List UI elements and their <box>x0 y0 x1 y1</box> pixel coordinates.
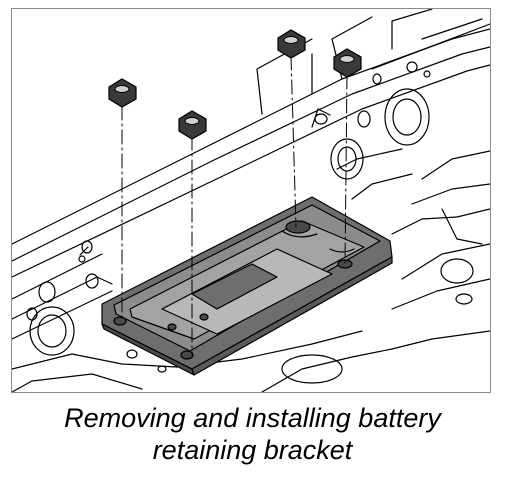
caption-line-2: retaining bracket <box>152 435 353 465</box>
hex-nut-3 <box>277 29 306 59</box>
retaining-bracket <box>101 196 393 376</box>
hex-nut-4 <box>333 48 362 78</box>
body-panel <box>12 9 490 392</box>
figure-caption: Removing and installing battery retainin… <box>0 402 505 466</box>
installation-axes <box>121 55 348 356</box>
hex-nut-1 <box>108 78 137 108</box>
hex-nut-2 <box>178 110 207 140</box>
exploded-view-illustration <box>12 9 490 392</box>
caption-line-1: Removing and installing battery <box>64 403 441 433</box>
figure-frame <box>11 8 491 393</box>
